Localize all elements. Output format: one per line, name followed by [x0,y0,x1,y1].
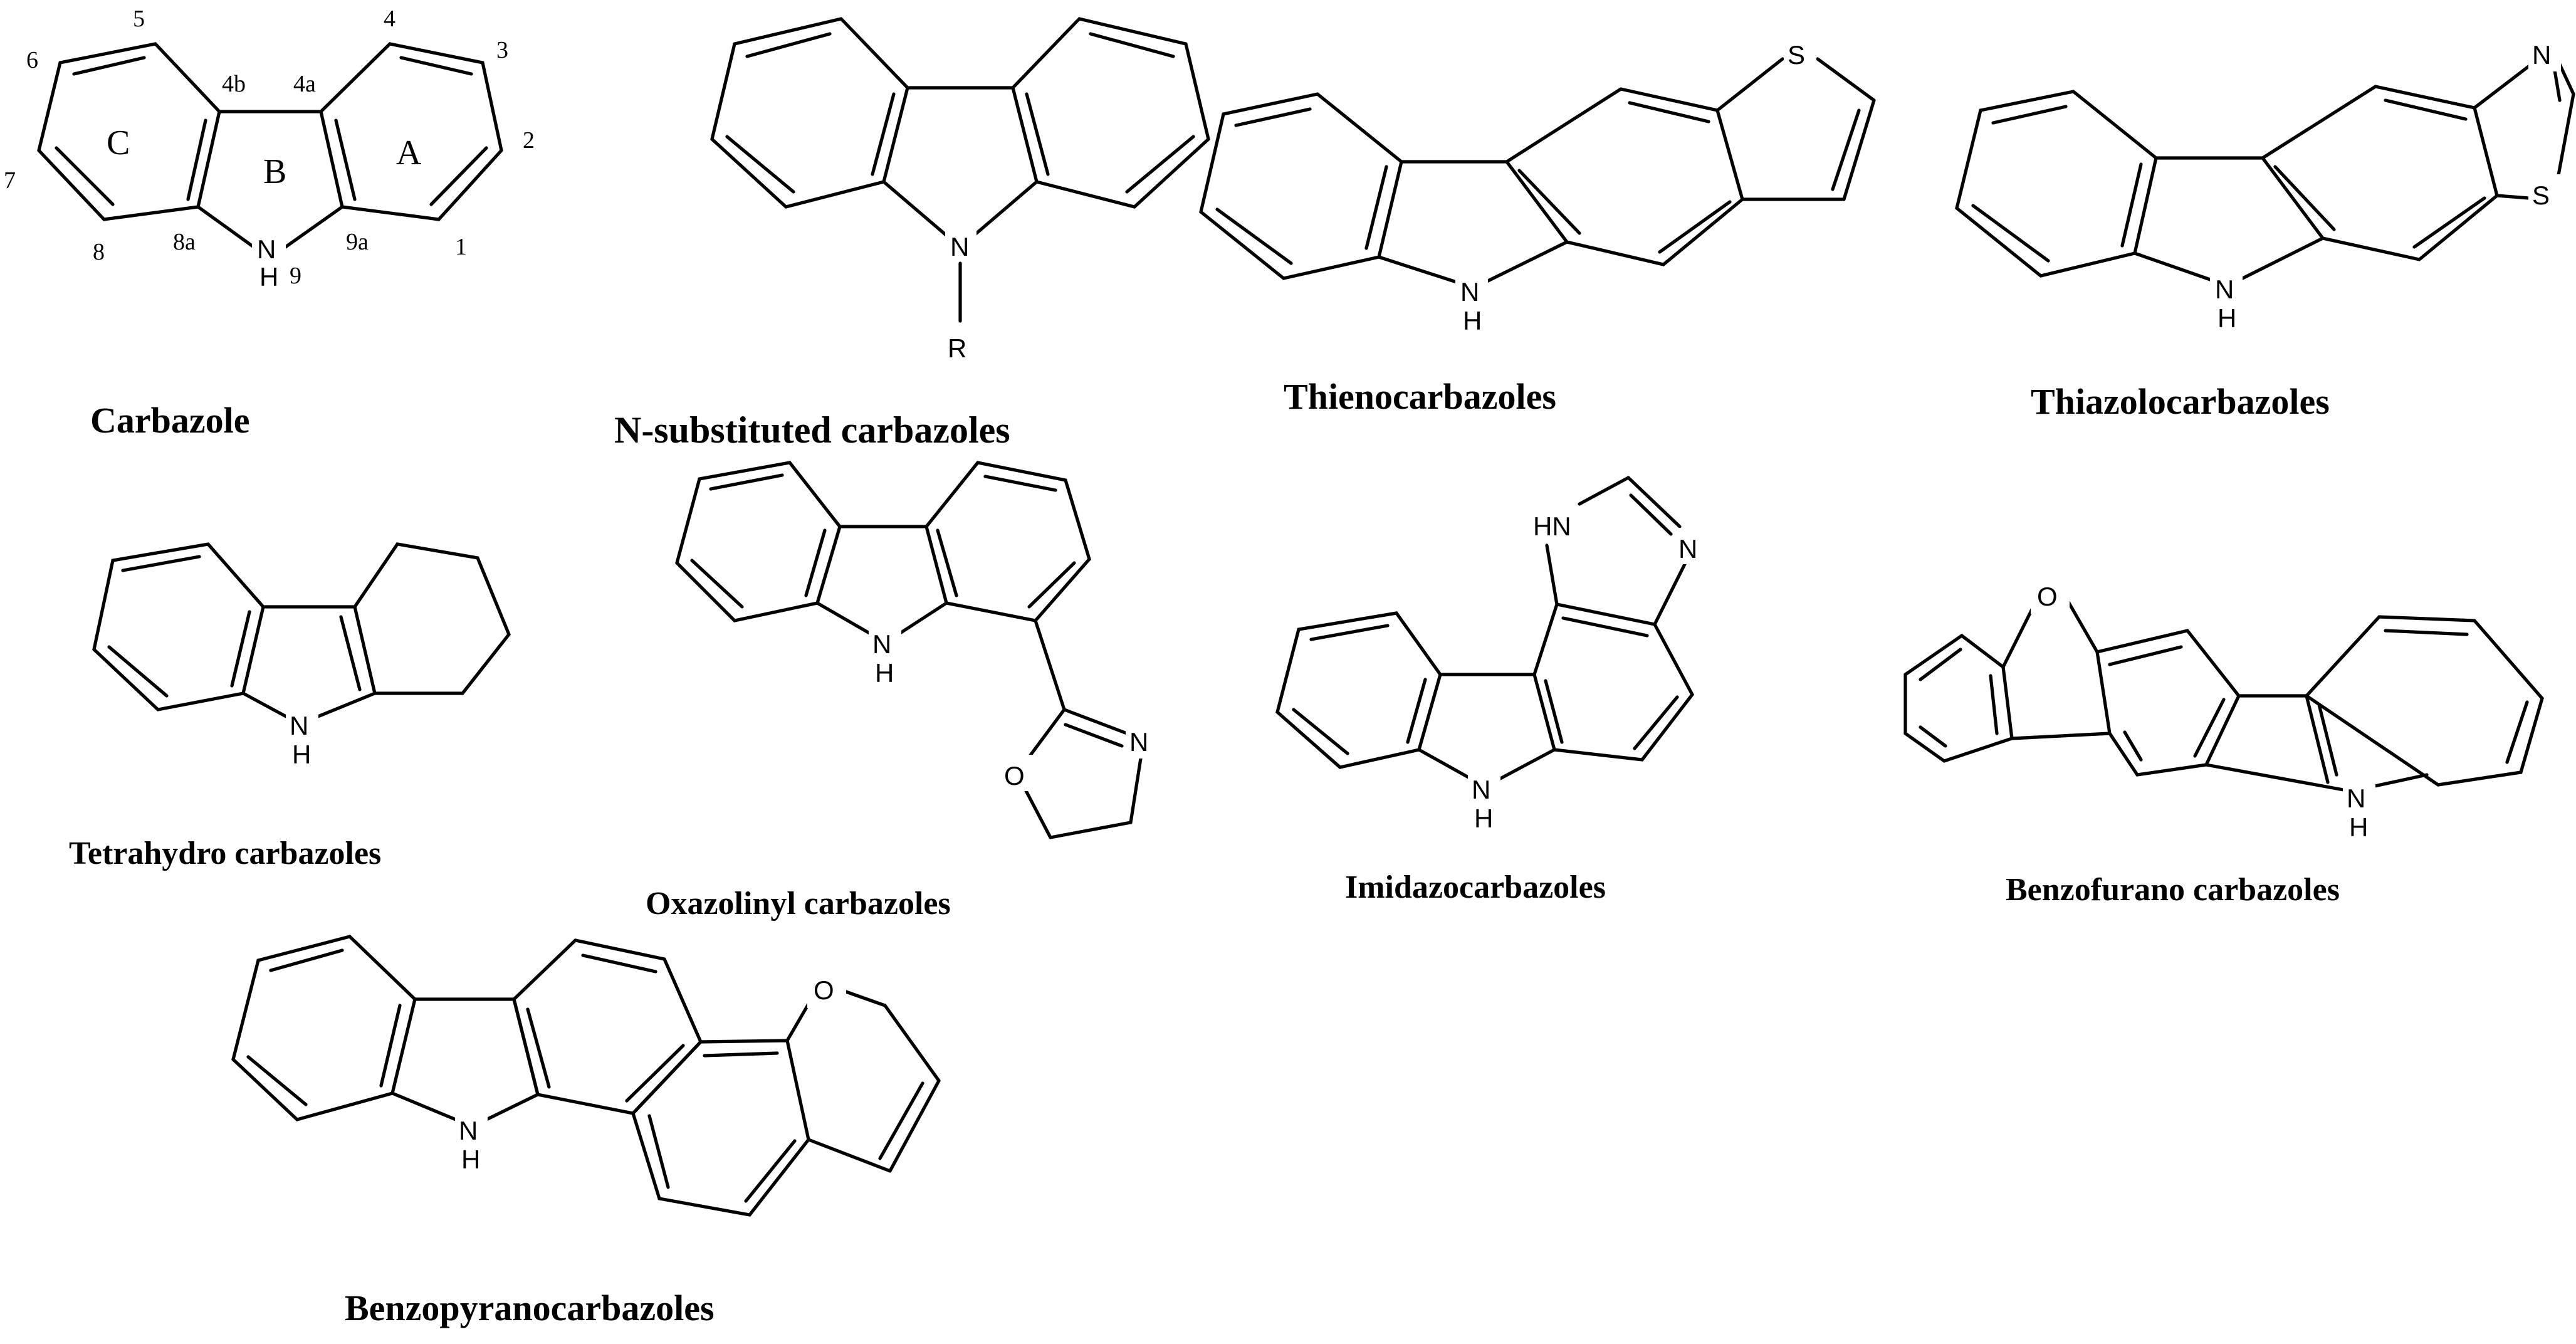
caption-imidazo: Imidazocarbazoles [1345,869,1606,905]
position-label: 4 [384,6,395,32]
ring-letter: A [396,134,422,172]
position-label: 6 [26,47,38,73]
h-label: H [2217,303,2236,333]
structure-carbazole: N H 5 6 7 8 8a 4b 4a 4 3 2 1 9a 9 C B A … [4,6,535,441]
n-label: N [872,629,891,659]
nh-label-n: N [257,234,276,264]
h-label: H [1474,804,1493,833]
position-label: 3 [496,37,508,63]
position-label: 2 [523,127,535,154]
caption-n-substituted: N-substituted carbazoles [614,409,1010,451]
n-label: N [1472,775,1490,804]
structure-benzofurano: O N H Benzofurano carbazoles [1903,577,2544,908]
s-label: S [1788,40,1805,70]
position-label: 4a [293,71,316,97]
structure-n-substituted: N R N-substituted carbazoles [614,17,1210,451]
o-label: O [1004,761,1025,790]
n-label: N [1129,727,1148,757]
position-label: 7 [4,167,16,194]
caption-oxazolinyl: Oxazolinyl carbazoles [646,886,951,921]
position-label: 5 [133,6,145,32]
position-label: 1 [455,234,467,260]
ring-letter: B [263,152,286,191]
position-label: 9a [346,229,369,255]
position-label: 8a [173,229,196,255]
n-label: N [290,711,308,740]
h-label: H [292,740,311,769]
structure-tetrahydro: N H Tetrahydro carbazoles [69,542,511,871]
n-label: N [2215,275,2234,304]
structure-oxazolinyl: N H N O Oxazolinyl carbazoles [646,461,1158,921]
nh-label-h: H [259,262,278,291]
n-label: N [2347,784,2365,813]
position-label: 4b [222,71,246,97]
caption-benzofurano: Benzofurano carbazoles [2006,872,2340,908]
o-label: O [2037,582,2058,611]
caption-thieno: Thienocarbazoles [1284,376,1556,417]
caption-carbazole: Carbazole [90,400,250,441]
n-label: N [1460,277,1479,307]
ring-letter: C [107,123,130,162]
caption-thiazolo: Thiazolocarbazoles [2031,381,2330,422]
s-label: S [2532,181,2550,210]
n-label: N [459,1116,478,1145]
caption-tetrahydro: Tetrahydro carbazoles [69,836,381,871]
structure-thieno: S N H Thienocarbazoles [1199,35,1876,417]
n-label: N [2532,40,2551,70]
hn-label: HN [1533,512,1571,541]
n-label: N [950,232,969,261]
h-label: H [875,658,894,688]
h-label: H [461,1145,480,1174]
caption-benzopyrano: Benzopyranocarbazoles [345,1288,715,1328]
r-group-label: R [948,333,966,363]
position-label: 9 [290,263,301,289]
structure-thiazolo: N S N H Thiazolocarbazoles [1955,35,2575,422]
n-label: N [1678,534,1697,564]
position-label: 8 [93,239,105,265]
o-label: O [814,975,834,1005]
h-label: H [1463,306,1482,335]
h-label: H [2349,812,2368,842]
structure-imidazo: HN N N H Imidazocarbazoles [1275,476,1707,905]
structure-benzopyrano: O N H Benzopyranocarbazoles [231,935,941,1328]
